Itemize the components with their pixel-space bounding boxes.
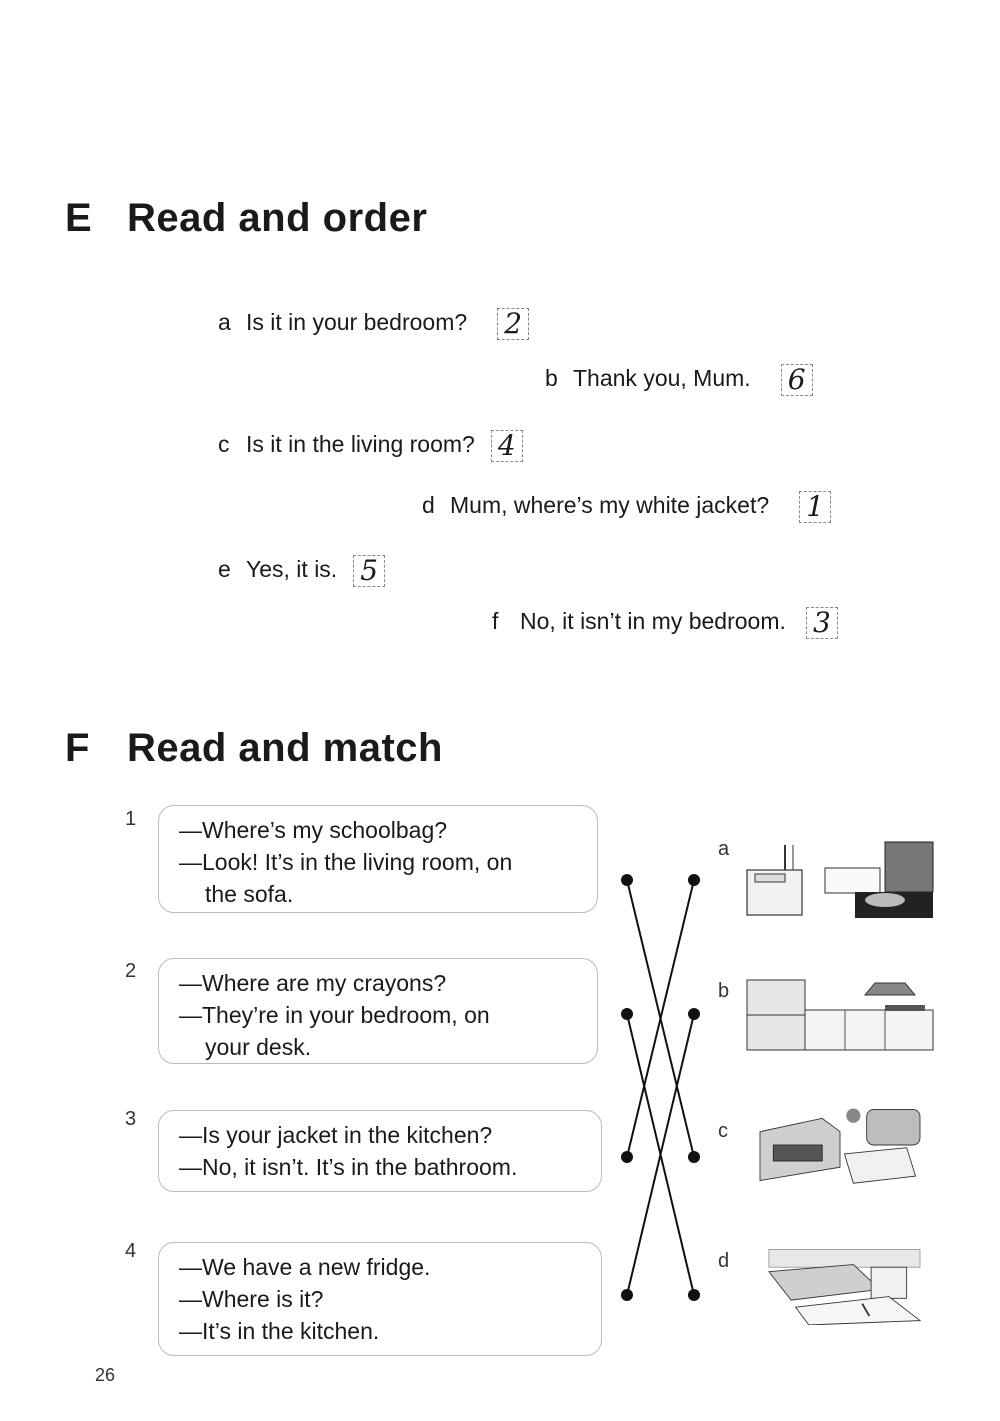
dialogue-number: 2: [125, 960, 137, 982]
match-dot-4: [621, 1289, 633, 1301]
item-text: Thank you, Mum.: [573, 365, 751, 392]
item-letter: c: [218, 431, 230, 458]
dialogue-line: —No, it isn’t. It’s in the bathroom.: [179, 1154, 518, 1180]
match-dot-a: [688, 874, 700, 886]
dialogue-number: 3: [125, 1108, 137, 1130]
kitchen-picture: [745, 975, 935, 1055]
match-dot-1: [621, 874, 633, 886]
dialogue-number: 4: [125, 1240, 137, 1262]
answer-box[interactable]: 4: [490, 430, 523, 462]
order-item-c: c Is it in the living room? 4: [218, 430, 523, 462]
answer-box[interactable]: 6: [780, 364, 813, 396]
item-text: Yes, it is.: [246, 556, 338, 583]
dialogue-number: 1: [125, 808, 137, 830]
item-letter: b: [545, 365, 558, 392]
picture-letter-a: a: [718, 838, 730, 860]
dialogue-line: —Where are my crayons?: [179, 970, 447, 996]
section-e-letter: E: [65, 196, 92, 240]
dialogue-line: your desk.: [205, 1034, 312, 1060]
section-f-letter: F: [65, 726, 90, 770]
order-item-f: f No, it isn’t in my bedroom. 3: [492, 607, 838, 639]
answer-box[interactable]: 5: [353, 555, 386, 587]
living-room-picture: [755, 1105, 925, 1185]
dialogue-line: —Where’s my schoolbag?: [179, 817, 448, 843]
answer-box[interactable]: 3: [805, 607, 838, 639]
dialogue-card-3: —Is your jacket in the kitchen? —No, it …: [158, 1110, 602, 1192]
section-f-title: Read and match: [127, 726, 443, 770]
page-number: 26: [95, 1365, 116, 1385]
item-letter: a: [218, 309, 231, 336]
section-e-title: Read and order: [127, 196, 428, 240]
dialogue-card-2: —Where are my crayons? —They’re in your …: [158, 958, 598, 1064]
match-dot-3: [621, 1151, 633, 1163]
picture-letter-c: c: [718, 1120, 728, 1142]
picture-letter-b: b: [718, 980, 730, 1002]
bathroom-picture: [745, 840, 935, 920]
item-text: Is it in your bedroom?: [246, 309, 468, 336]
dialogue-line: —Where is it?: [179, 1286, 324, 1312]
dialogue-line: —It’s in the kitchen.: [179, 1318, 380, 1344]
dialogue-line: the sofa.: [205, 881, 294, 907]
bedroom-picture: [755, 1245, 925, 1325]
order-item-b: b Thank you, Mum. 6: [545, 364, 813, 396]
order-item-a: a Is it in your bedroom? 2: [218, 308, 530, 340]
match-dot-2: [621, 1008, 633, 1020]
item-letter: d: [422, 492, 435, 519]
match-dot-b: [688, 1008, 700, 1020]
item-letter: e: [218, 556, 231, 583]
order-item-e: e Yes, it is. 5: [218, 555, 386, 587]
dialogue-line: —We have a new fridge.: [179, 1254, 431, 1280]
match-dot-d: [688, 1289, 700, 1301]
dialogue-line: —They’re in your bedroom, on: [179, 1002, 490, 1028]
picture-letter-d: d: [718, 1250, 730, 1272]
answer-box[interactable]: 1: [799, 491, 832, 523]
match-dot-c: [688, 1151, 700, 1163]
order-item-d: d Mum, where’s my white jacket? 1: [422, 491, 832, 523]
dialogue-line: —Is your jacket in the kitchen?: [179, 1122, 493, 1148]
item-text: No, it isn’t in my bedroom.: [520, 608, 786, 635]
item-text: Is it in the living room?: [246, 431, 475, 458]
item-text: Mum, where’s my white jacket?: [450, 492, 770, 519]
item-letter: f: [492, 608, 499, 635]
answer-box[interactable]: 2: [497, 308, 530, 340]
dialogue-card-1: —Where’s my schoolbag? —Look! It’s in th…: [158, 805, 598, 913]
dialogue-card-4: —We have a new fridge. —Where is it? —It…: [158, 1242, 602, 1356]
dialogue-line: —Look! It’s in the living room, on: [179, 849, 513, 875]
